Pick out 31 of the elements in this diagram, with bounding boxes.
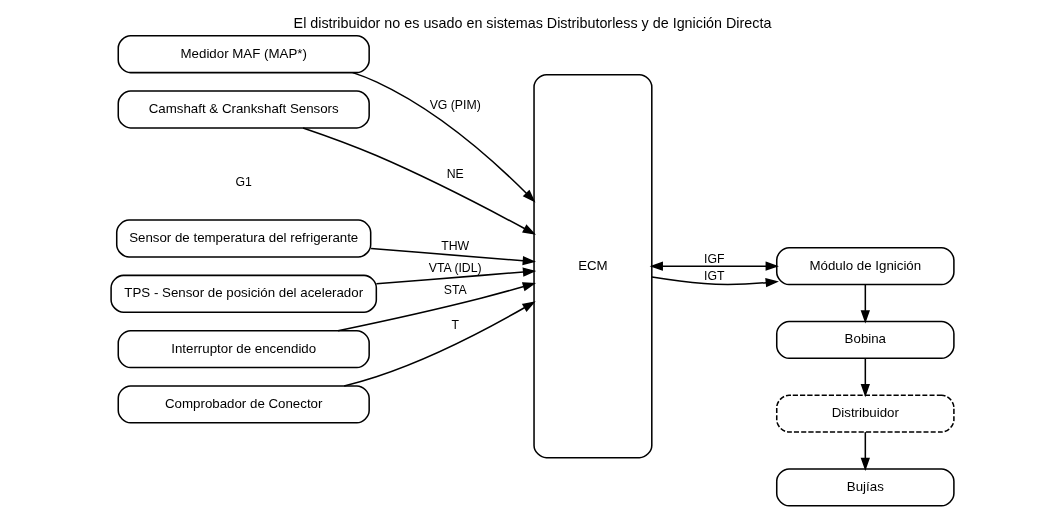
node-box: Interruptor de encendido	[117, 329, 370, 369]
arrow	[336, 282, 536, 332]
node-box: Distribuidor	[775, 394, 955, 433]
arrow	[375, 267, 536, 285]
edge-label: THW	[440, 239, 469, 254]
node-box: Medidor MAF (MAP*)	[117, 35, 370, 74]
label: G1	[235, 175, 252, 190]
arrow	[351, 71, 535, 203]
edge-label: NE	[446, 166, 464, 181]
arrow	[301, 127, 536, 235]
node-box: Bujías	[775, 468, 955, 507]
node-box: TPS - Sensor de posición del acelerador	[109, 274, 377, 313]
arrow	[650, 276, 779, 288]
diagram-title: El distribuidor no es usado en sistemas Distributorless y de Ignición Directa	[293, 14, 771, 31]
node-box: Comprobador de Conector	[117, 385, 370, 424]
arrow	[860, 357, 870, 398]
node-box: Bobina	[775, 320, 955, 360]
edge-label: IGF	[703, 251, 724, 266]
edge-label: VG (PIM)	[429, 98, 481, 113]
arrow	[860, 283, 870, 324]
arrow	[649, 261, 779, 271]
node-box: Módulo de Ignición	[775, 246, 955, 286]
arrow	[369, 247, 536, 266]
node-box: ECM	[532, 73, 653, 459]
edge-label: VTA (IDL)	[428, 260, 482, 275]
node-box: Camshaft & Crankshaft Sensors	[117, 90, 370, 129]
edge-label: IGT	[703, 269, 724, 284]
node-box: Sensor de temperatura del refrigerante	[115, 219, 371, 258]
edge-label: STA	[443, 283, 467, 298]
arrow	[860, 431, 870, 471]
edge-label: T	[450, 318, 459, 333]
